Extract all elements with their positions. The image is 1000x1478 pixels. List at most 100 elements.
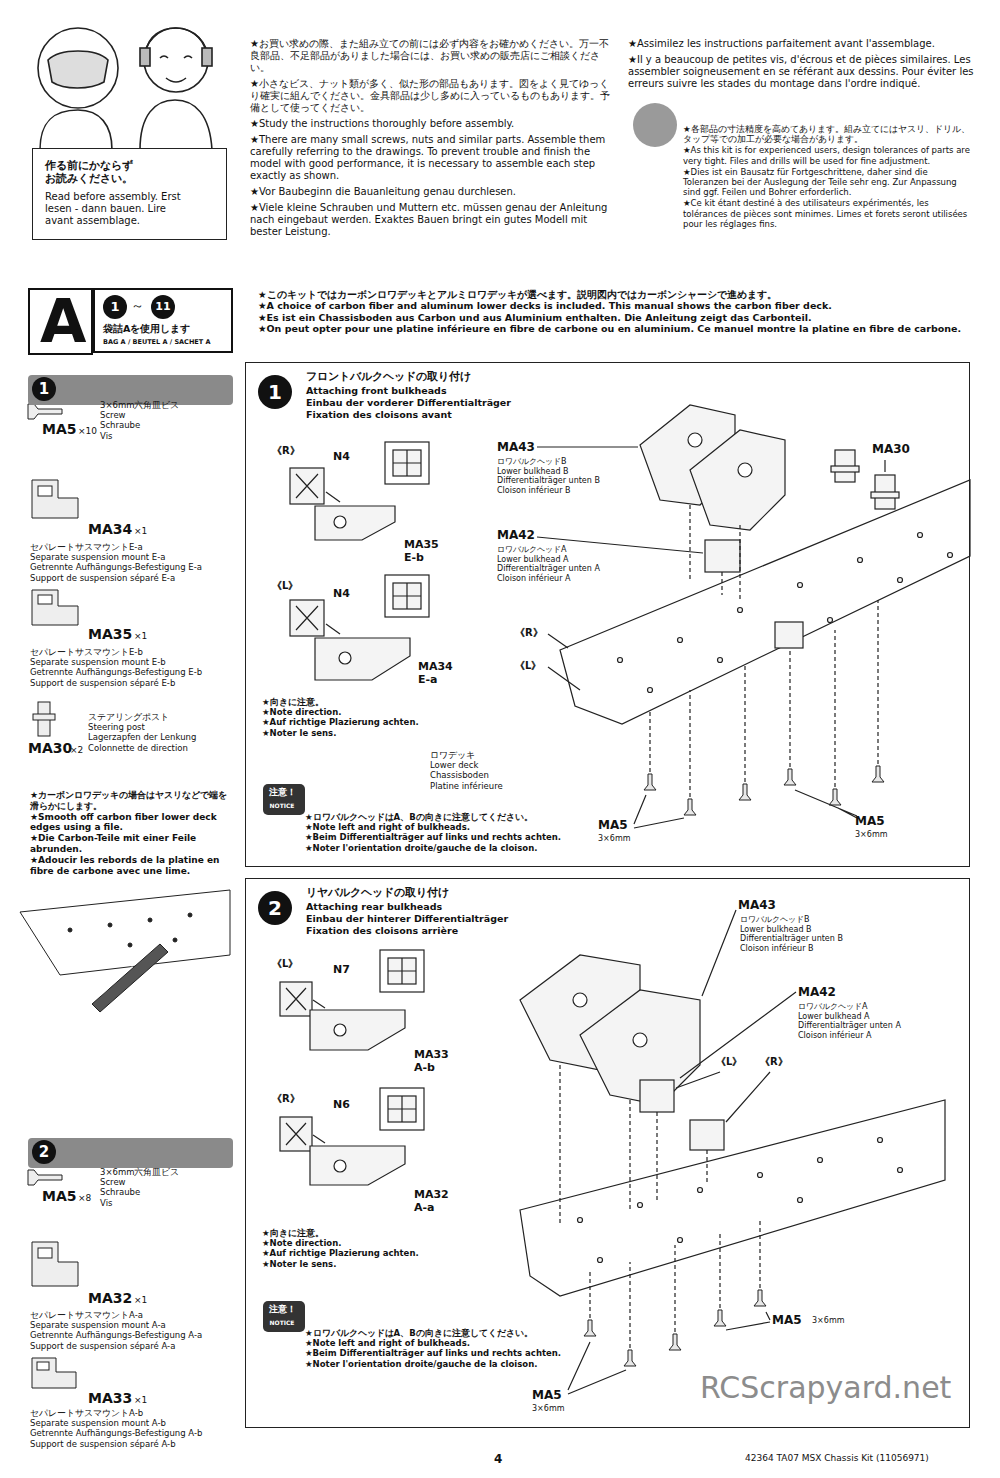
node-text: Attaching rear bulkheads (306, 901, 442, 912)
step1-drawing (738, 608, 743, 613)
label-text: ステアリングポスト (88, 712, 238, 722)
part-icons (32, 1242, 78, 1286)
label-text: ★Note direction. (262, 1238, 432, 1248)
part-number: N7 (333, 963, 350, 976)
step1-drawing (644, 774, 656, 790)
step1-drawing (296, 474, 318, 498)
label-text: ★ロワバルクヘッドはA、Bの向きに注意してください。 (305, 1328, 570, 1338)
file-drawing (20, 890, 230, 975)
label-text: Support de suspension séparé A-a (30, 1341, 235, 1351)
step1-drawing (828, 618, 833, 623)
label-text: Schraube (100, 420, 230, 430)
label-group: ステアリングポストSteering postLagerzapfen der Le… (88, 712, 238, 753)
step1-drawing (739, 784, 751, 800)
step2-drawing (286, 1123, 306, 1145)
label-text: ★このキットではカーボンロワデッキとアルミロワデッキが選べます。説明図内ではカー… (258, 289, 973, 300)
label-text: Cloison inférieur A (798, 1031, 923, 1041)
part-number: MA32 (88, 1290, 132, 1307)
step2-drawing (388, 958, 416, 984)
label-text: セパレートサスマウントE-a (30, 542, 235, 552)
label-group: MA34 (88, 521, 132, 538)
step1-drawing (393, 450, 421, 476)
step2-drawing (714, 1310, 726, 1326)
label-group: ×1 (134, 526, 147, 537)
label-group: 《R》 (515, 627, 543, 639)
node-text-wrap: 2 (32, 1140, 56, 1164)
mascot-figures (38, 28, 118, 108)
label-text: Getrennte Aufhängungs-Befestigung E-a (30, 562, 235, 572)
label-text: ★向きに注意。 (262, 1228, 432, 1238)
step2-drawing (388, 1096, 416, 1122)
label-text: ★Ce kit étant destiné à des utilisateurs… (683, 198, 973, 229)
part-number: MA33 (414, 1048, 449, 1061)
label-group: 3×6mm (598, 834, 630, 844)
label-group: MA30 (28, 740, 72, 757)
part-number: MA43 (738, 898, 776, 912)
label-text: ★Auf richtige Plazierung achten. (262, 717, 432, 727)
node-text-wrap: NOTICE (263, 802, 301, 809)
file-drawing (173, 938, 177, 942)
label-group: ★各部品の寸法精度を高めてあります。組み立てにはヤスリ、ドリル、タップ等での加工… (683, 124, 973, 230)
label-text: Differentialträger unten B (740, 934, 865, 944)
label-group: MA33 (88, 1390, 132, 1407)
file-drawing (188, 913, 192, 917)
dimension: 3×6mm (855, 830, 887, 840)
step-panel: 1フロントバルクヘッドの取り付けAttaching front bulkhead… (245, 362, 970, 867)
quantity: ×10 (78, 426, 97, 437)
label-text: Cloison inférieur B (740, 944, 865, 954)
node-text-wrap: NOTICE (263, 1319, 301, 1326)
label-group: ×1 (134, 1395, 147, 1406)
step2-drawing (334, 1160, 346, 1172)
step1-drawing (560, 480, 970, 724)
label-group: MA35 (88, 626, 132, 643)
label-group: 4 (494, 1452, 502, 1466)
step1-drawing (784, 769, 796, 785)
step2-drawing (380, 1088, 424, 1130)
node-text: 袋詰Aを使用します (103, 323, 190, 334)
quantity: ×2 (70, 745, 83, 756)
label-text: ★Auf richtige Plazierung achten. (262, 1248, 432, 1258)
quantity: ×1 (134, 1395, 147, 1406)
part-number: MA42 (497, 528, 535, 542)
label-text: ★Adoucir les rebords de la platine en fi… (30, 855, 235, 877)
label-group: ★向きに注意。★Note direction.★Auf richtige Pla… (262, 697, 432, 738)
label-group: 《L》 (515, 660, 541, 672)
label-group: MA35E-b (404, 538, 439, 564)
label-text: Schraube (100, 1187, 230, 1197)
step2-drawing (669, 1334, 681, 1350)
step1-drawing (315, 506, 395, 540)
side-mark: 《L》 (272, 958, 298, 970)
label-text: ロワバルクヘッドB (497, 457, 622, 467)
step-number: 1 (103, 295, 127, 319)
label-text: Lower bulkhead A (798, 1012, 923, 1022)
label-text: ★On peut opter pour une platine inférieu… (258, 323, 973, 334)
label-group: ロワバルクヘッドBLower bulkhead BDifferentialträ… (497, 457, 622, 495)
part-number: MA30 (872, 442, 910, 456)
dimension: 3×6mm (598, 834, 630, 844)
label-text: ロワバルクヘッドA (798, 1002, 923, 1012)
part-number: MA33 (88, 1390, 132, 1407)
label-group: MA43 (738, 898, 776, 912)
label-group: MA5 (855, 814, 885, 828)
part-number: N4 (333, 450, 350, 463)
label-text: ★向きに注意。 (262, 697, 432, 707)
step-number: 11 (151, 295, 175, 319)
label-group: セパレートサスマウントE-aSeparate suspension mount … (30, 542, 235, 583)
step2-drawing (690, 1120, 724, 1150)
node-text: 注意！ (263, 1304, 301, 1315)
step1-drawing (858, 558, 863, 563)
label-text: Differentialträger unten A (798, 1021, 923, 1031)
part-number: A-b (414, 1061, 449, 1074)
file-drawing (108, 923, 112, 927)
label-group: ロワバルクヘッドALower bulkhead ADifferentialträ… (798, 1002, 923, 1040)
step2-drawing (758, 1173, 763, 1178)
label-text: ロワバルクヘッドB (740, 915, 865, 925)
label-text: Colonnette de direction (88, 743, 238, 753)
part-icons (38, 1248, 52, 1258)
label-text: ★Es ist ein Chassisboden aus Carbon und … (258, 312, 973, 323)
label-text: ★カーボンロワデッキの場合はヤスリなどで端を滑らかにします。 (30, 790, 235, 812)
step1-drawing (393, 450, 421, 476)
part-number: MA34 (418, 660, 453, 673)
node-text-wrap: フロントバルクヘッドの取り付け (306, 370, 471, 383)
